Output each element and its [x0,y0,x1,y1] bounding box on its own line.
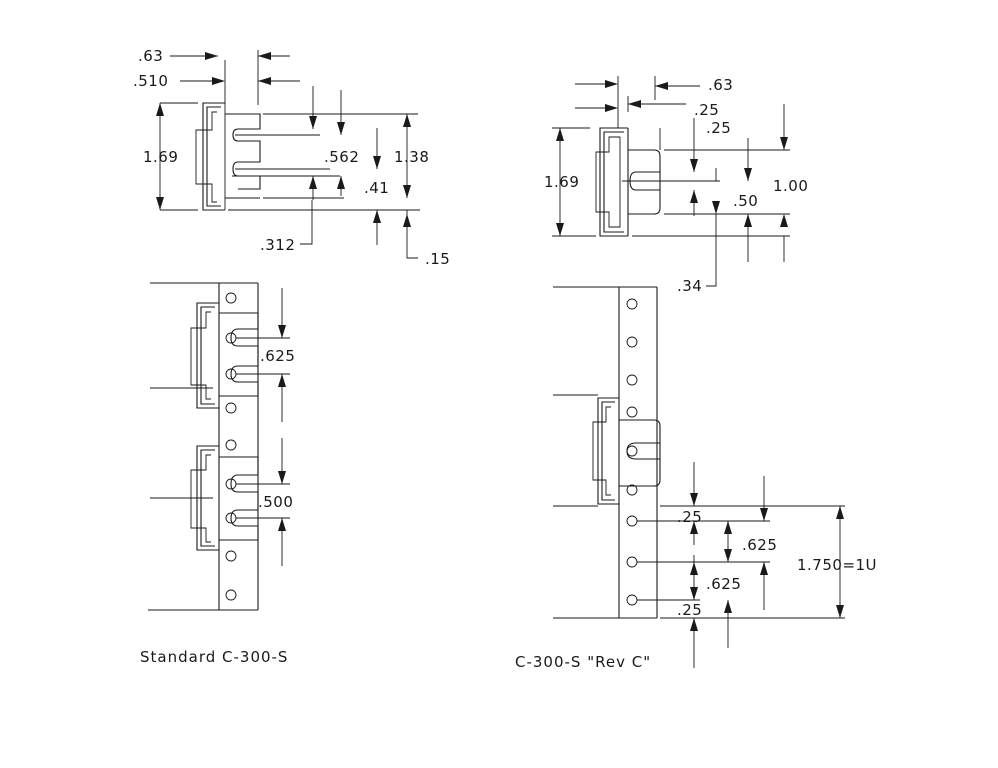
label-std-rack-0625: .625 [260,347,295,365]
label-revc-169: 1.69 [544,173,579,191]
label-revc-rack-1u: 1.750=1U [797,556,877,574]
label-revc-rack-0625a: .625 [742,536,777,554]
label-revc-rack-025top: .25 [677,508,702,526]
label-std-0312: .312 [260,236,295,254]
label-std-138: 1.38 [394,148,429,166]
label-revc-063: .63 [708,76,733,94]
label-std-015: .15 [425,250,450,268]
label-revc-025b: .25 [706,119,731,137]
label-std-063: .63 [138,47,163,65]
standard-top-view [156,50,420,259]
standard-rack-view [148,282,290,611]
revc-rack-view [553,286,845,668]
label-std-041: .41 [364,179,389,197]
label-std-rack-0500: .500 [258,493,293,511]
label-revc-050: .50 [733,192,758,210]
label-revc-034: .34 [677,277,702,295]
label-revc-100: 1.00 [773,177,808,195]
label-revc-rack-025bot: .25 [677,601,702,619]
caption-standard: Standard C-300-S [140,648,288,666]
revc-top-view [552,76,790,287]
label-std-0510: .510 [133,72,168,90]
label-std-0562: .562 [324,148,359,166]
caption-revc: C-300-S "Rev C" [515,653,651,671]
label-revc-rack-0625b: .625 [706,575,741,593]
label-std-169: 1.69 [143,148,178,166]
label-revc-025a: .25 [694,101,719,119]
